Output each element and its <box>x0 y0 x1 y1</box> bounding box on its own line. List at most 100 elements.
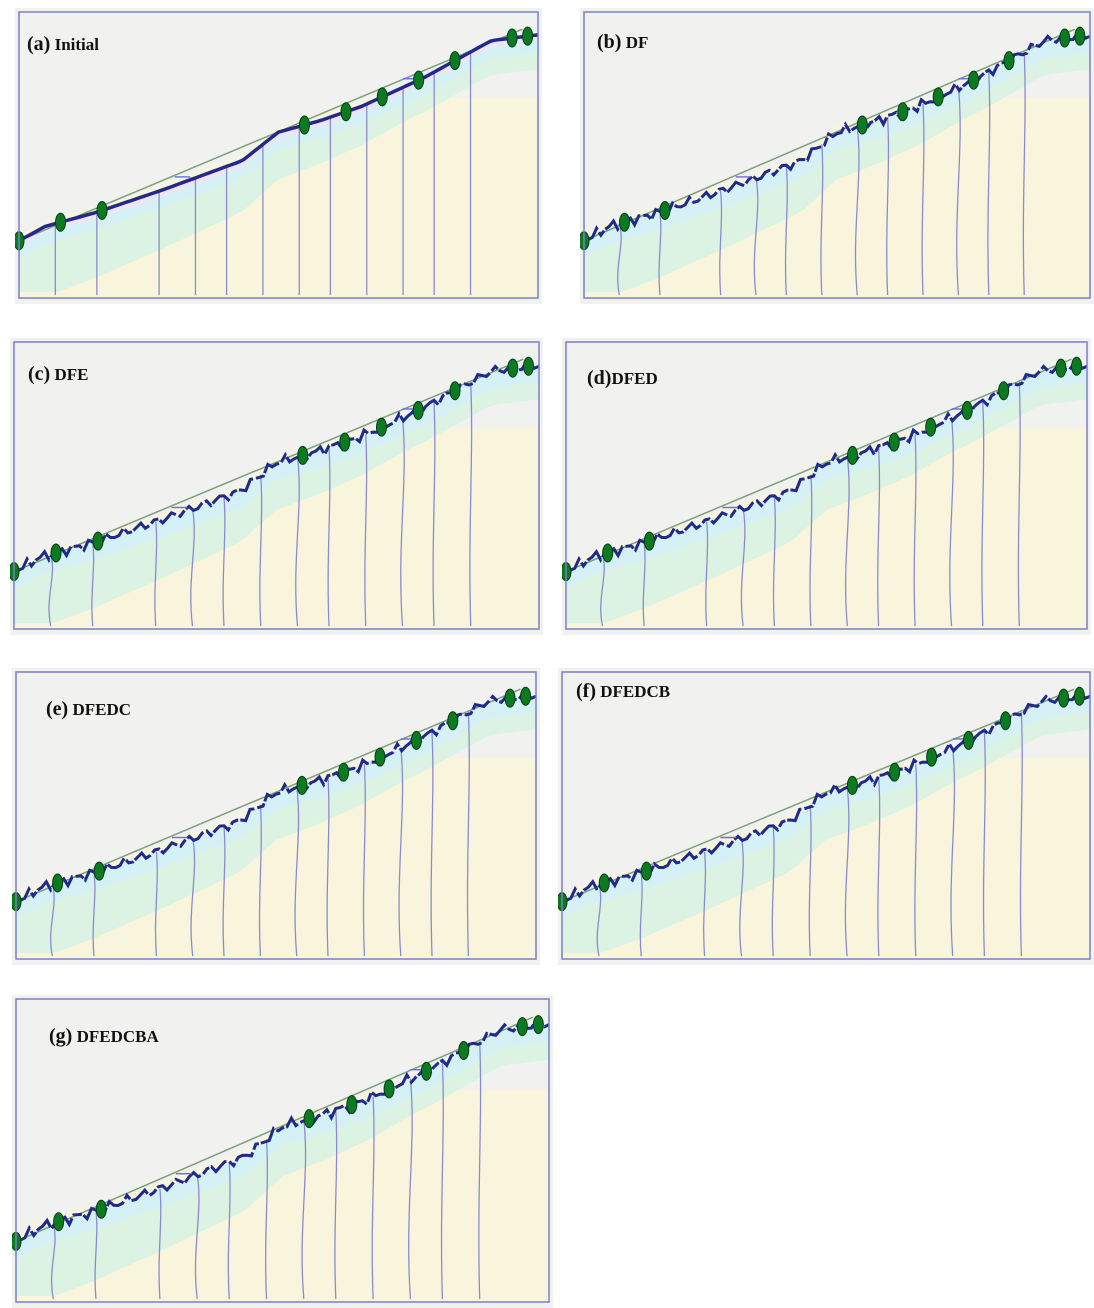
panel-c-letter: (c) <box>28 363 51 385</box>
panel-a-name: Initial <box>54 35 99 54</box>
panel-g-name: DFEDCBA <box>76 1027 159 1046</box>
panel-a-letter: (a) <box>27 33 51 55</box>
slope-diagram-e <box>12 668 540 965</box>
monitoring-marker <box>55 212 67 232</box>
pile-line <box>222 496 226 627</box>
panel-e-label: (e) DFEDC <box>46 699 131 719</box>
panel-b-label: (b) DF <box>597 32 648 52</box>
pile-line <box>430 732 434 957</box>
monitoring-marker <box>643 531 655 551</box>
pile-line <box>50 884 55 957</box>
slope-diagram-a <box>15 8 542 304</box>
monitoring-marker <box>998 381 1010 401</box>
monitoring-marker <box>888 432 900 452</box>
pile-line <box>440 1062 444 1299</box>
cyan-soil-layer <box>14 364 539 589</box>
sky-area <box>16 672 536 896</box>
monitoring-marker <box>659 200 671 220</box>
monitoring-marker <box>889 762 901 782</box>
pile-line <box>48 554 54 627</box>
pile-line <box>703 851 707 957</box>
pile-line <box>877 447 881 627</box>
panel-e-name: DFEDC <box>72 700 132 719</box>
cyan-soil-layer <box>562 694 1090 919</box>
pile-line <box>301 1120 307 1300</box>
monitoring-marker <box>449 381 461 401</box>
pile-line <box>753 177 759 296</box>
monitoring-marker <box>52 873 64 893</box>
pile-line <box>91 542 95 627</box>
monitoring-marker <box>339 432 351 452</box>
sky-area <box>14 342 539 566</box>
slope-diagram-g <box>12 995 553 1308</box>
monitoring-marker <box>1074 26 1086 46</box>
sky-area <box>566 342 1087 566</box>
monitoring-marker <box>297 445 309 465</box>
monitoring-marker <box>968 70 980 90</box>
pile-line <box>92 872 96 957</box>
sky-area <box>19 12 538 236</box>
monitoring-marker <box>412 400 424 420</box>
slope-diagram-b <box>580 8 1094 304</box>
plot-frame <box>13 341 540 630</box>
pile-line <box>50 1223 56 1300</box>
monitoring-marker <box>1000 711 1012 731</box>
pile-line <box>844 456 850 627</box>
pile-line <box>1017 382 1021 627</box>
pile-line <box>844 786 850 957</box>
monitoring-marker <box>92 531 104 551</box>
pile-line <box>362 764 366 957</box>
monitoring-marker <box>504 688 516 708</box>
monitoring-marker <box>458 1041 470 1061</box>
pile-line <box>1022 52 1026 296</box>
pile-line <box>94 1211 98 1300</box>
panel-g-letter: (g) <box>49 1025 73 1047</box>
panel-f-name: DFEDCB <box>600 682 671 701</box>
monitoring-marker <box>420 1061 432 1081</box>
panel-f-letter: (f) <box>576 680 596 702</box>
plot-frame <box>15 998 550 1303</box>
monitoring-marker <box>925 417 937 437</box>
monitoring-marker <box>340 102 352 122</box>
pile-line <box>658 212 662 296</box>
monitoring-marker <box>961 400 973 420</box>
pile-line <box>820 144 824 296</box>
panel-b-name: DF <box>625 33 649 52</box>
pile-line <box>398 747 404 957</box>
panel-a: (a) Initial <box>15 8 542 304</box>
monitoring-marker <box>95 1199 107 1219</box>
pile-line <box>371 1096 375 1299</box>
monitoring-marker <box>376 417 387 437</box>
cyan-soil-layer <box>566 364 1087 589</box>
monitoring-marker <box>926 747 938 767</box>
panel-g: (g) DFEDCBA <box>12 995 553 1308</box>
panel-d-letter: (d) <box>587 367 612 389</box>
monitoring-marker <box>449 51 461 71</box>
sky-area <box>16 999 549 1236</box>
monitoring-marker <box>376 87 388 107</box>
pile-line <box>914 764 918 957</box>
monitoring-marker <box>303 1109 315 1129</box>
monitoring-marker <box>516 1017 528 1037</box>
monitoring-marker <box>640 861 652 881</box>
pile-line <box>190 508 195 627</box>
monitoring-marker <box>856 115 868 135</box>
slope-diagram-c <box>10 338 543 635</box>
panel-d-label: (d)DFED <box>587 368 658 388</box>
pile-line <box>740 508 746 627</box>
monitoring-marker <box>1073 686 1085 706</box>
pile-line <box>739 838 744 957</box>
monitoring-marker <box>507 358 519 378</box>
pile-line <box>949 417 954 627</box>
monitoring-marker <box>1003 51 1015 71</box>
plot-frame <box>15 671 537 960</box>
pile-line <box>784 166 788 296</box>
pile-line <box>478 1041 482 1299</box>
pile-line <box>227 1162 231 1300</box>
monitoring-marker <box>618 212 630 232</box>
monitoring-marker <box>963 730 975 750</box>
panel-f: (f) DFEDCB <box>558 668 1094 965</box>
monitoring-marker <box>520 686 532 706</box>
monitoring-marker <box>1059 28 1071 48</box>
pile-line <box>334 1110 338 1299</box>
